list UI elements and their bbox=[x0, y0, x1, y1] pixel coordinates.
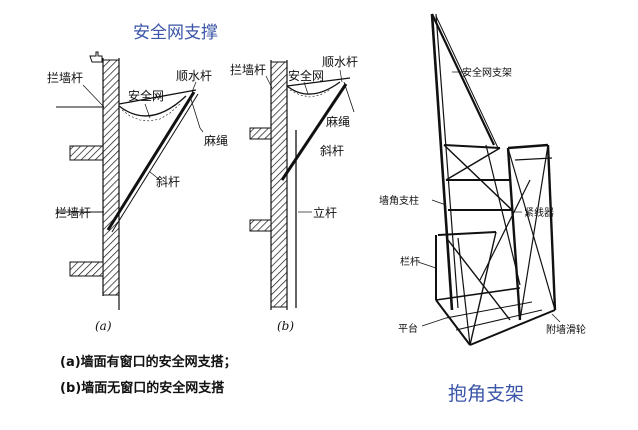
label-a-safety-net: 安全网 bbox=[128, 88, 164, 103]
label-a-diagonal-bar: 斜杆 bbox=[156, 175, 180, 189]
title-left: 安全网支撑 bbox=[133, 23, 218, 43]
parallel-bar-a bbox=[118, 89, 197, 105]
label-c-wall-pulley: 附墙滑轮 bbox=[546, 323, 586, 336]
label-c-corner-post: 墙角支柱 bbox=[379, 194, 419, 207]
slab-b-1 bbox=[249, 127, 272, 140]
safety-net-a bbox=[118, 95, 187, 117]
label-a-parallel-bar: 顺水杆 bbox=[176, 69, 212, 83]
diagonal-bar-a bbox=[106, 91, 196, 231]
slab-a-1 bbox=[69, 145, 104, 161]
figure-a: 拦墙杆 安全网 顺水杆 麻绳 斜杆 拦墙杆 (a) bbox=[47, 58, 228, 333]
label-a-railing-bar-lower: 拦墙杆 bbox=[55, 206, 91, 220]
note-b: (b)墙面无窗口的安全网支搭 bbox=[60, 380, 225, 396]
slab-b-2 bbox=[249, 219, 272, 232]
label-a-hemp-rope: 麻绳 bbox=[204, 133, 228, 148]
label-a-railing-bar: 拦墙杆 bbox=[47, 71, 83, 85]
hand-cursor-icon bbox=[89, 51, 103, 63]
label-b-safety-net: 安全网 bbox=[288, 68, 324, 83]
label-b-parallel-bar: 顺水杆 bbox=[322, 55, 358, 69]
caption-b: (b) bbox=[277, 319, 294, 333]
label-c-platform: 平台 bbox=[398, 322, 418, 335]
wall-b bbox=[270, 61, 288, 308]
label-c-tensioner: 紧线器 bbox=[524, 206, 554, 219]
title-right: 抱角支架 bbox=[448, 383, 524, 405]
diagonal-bar-b bbox=[280, 83, 348, 181]
safety-net-b bbox=[286, 81, 341, 95]
label-b-vertical-bar: 立杆 bbox=[313, 205, 337, 220]
slab-a-2 bbox=[69, 261, 104, 277]
label-c-safety-net-frame: 安全网支架 bbox=[462, 66, 512, 79]
label-b-diagonal-bar: 斜杆 bbox=[320, 144, 344, 158]
caption-a: (a) bbox=[95, 319, 112, 333]
wall-a bbox=[102, 59, 120, 296]
label-c-railing: 栏杆 bbox=[400, 255, 420, 268]
label-b-railing-bar: 拦墙杆 bbox=[230, 63, 266, 77]
figure-b: 拦墙杆 安全网 顺水杆 麻绳 斜杆 立杆 (b) bbox=[230, 55, 358, 333]
figure-c: 安全网支架 墙角支柱 紧线器 栏杆 平台 附墙滑轮 bbox=[379, 13, 586, 346]
parallel-bar-b bbox=[286, 77, 351, 87]
note-a: (a)墙面有窗口的安全网支搭； bbox=[60, 354, 237, 370]
label-b-hemp-rope: 麻绳 bbox=[326, 114, 350, 129]
